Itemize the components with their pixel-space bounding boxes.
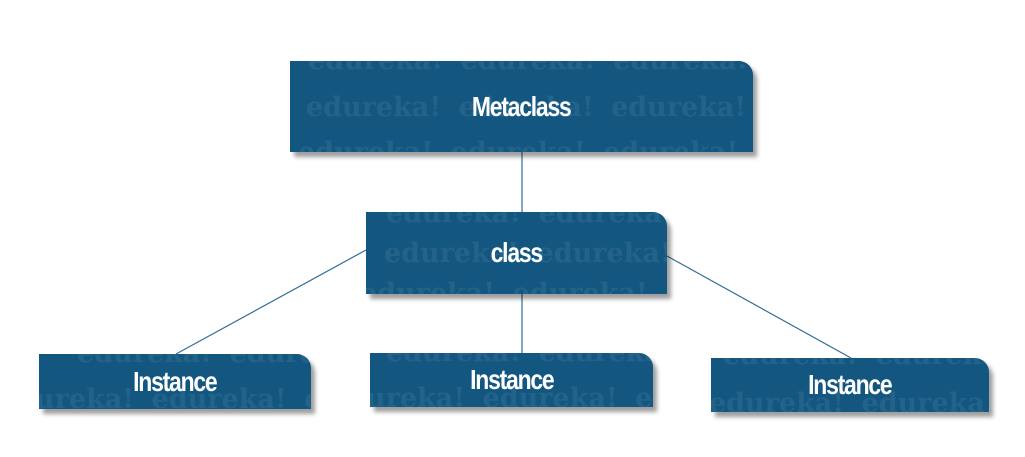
watermark: edureka! edureka! edureka!	[298, 137, 738, 152]
node-instance-2: edureka! edureka! edureka! edureka! edur…	[370, 353, 653, 407]
edge-class-to-instance-3	[666, 255, 852, 359]
node-label: Instance	[469, 364, 555, 395]
node-instance-1: edureka! edureka! edureka! edureka! edur…	[39, 354, 311, 409]
watermark: edureka! edureka! edureka!	[308, 61, 748, 76]
node-label: Metaclass	[472, 90, 572, 122]
node-metaclass: edureka! edureka! edureka! edureka! edur…	[290, 61, 753, 152]
node-label: Instance	[133, 365, 218, 397]
node-label: Instance	[808, 369, 893, 400]
node-label: class	[490, 237, 544, 268]
node-instance-3: edureka! edureka! edureka! edureka! edur…	[711, 358, 989, 412]
node-class: edureka! edureka! edureka! edureka! edur…	[366, 212, 667, 294]
watermark: edureka! edureka! edureka!	[366, 278, 667, 294]
watermark: edureka! edureka! edureka!	[386, 212, 667, 229]
edge-class-to-instance-1	[175, 249, 367, 355]
